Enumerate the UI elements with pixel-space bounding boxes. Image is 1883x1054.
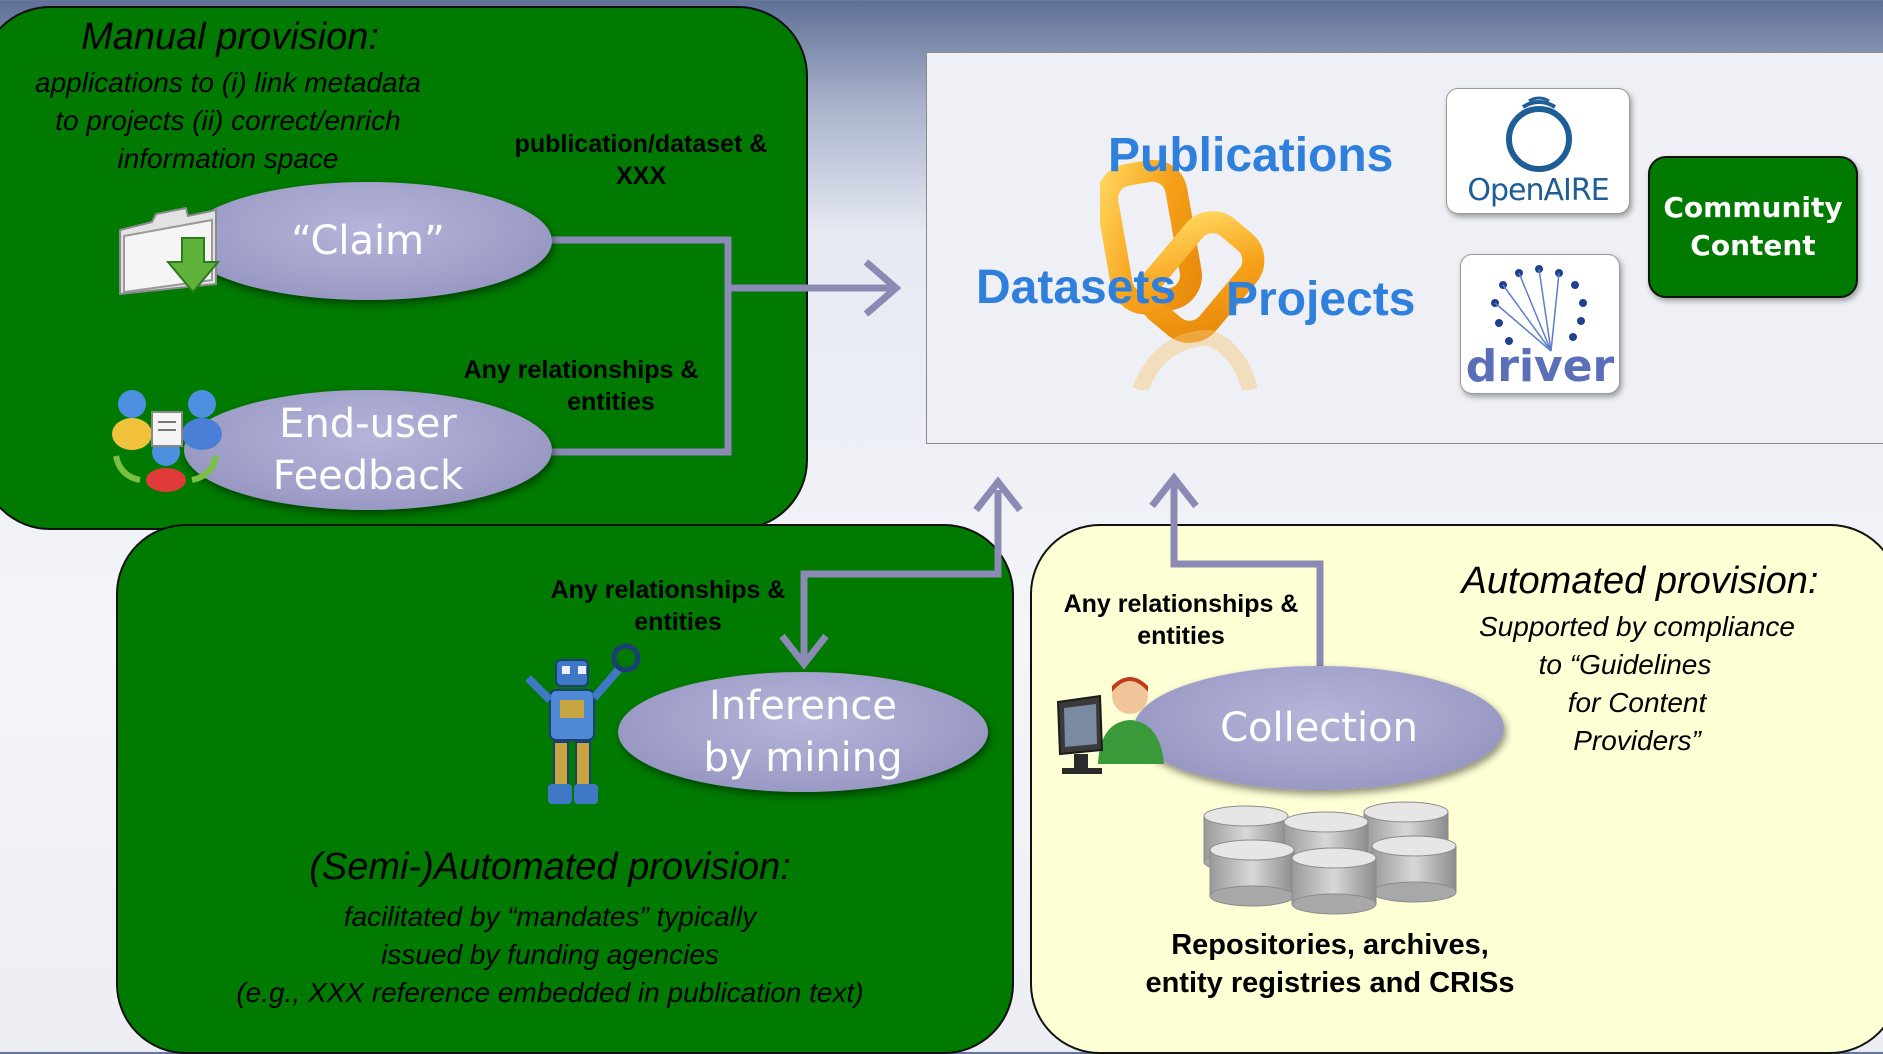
feedback-annotation-line: entities — [567, 388, 655, 416]
automated-provision-title: Automated provision: — [1461, 560, 1819, 602]
automated-provision-subtitle: Supported by compliance to “Guidelines f… — [1420, 608, 1854, 760]
projects-label: Projects — [1226, 273, 1416, 326]
datasets-label: Datasets — [976, 261, 1177, 314]
semi-automated-title: (Semi-)Automated provision: — [309, 846, 791, 888]
manual-subtitle-line: to projects (ii) correct/enrich — [55, 105, 401, 136]
database-cylinders-icon — [1203, 801, 1457, 915]
semi-subtitle-line: facilitated by “mandates” typically — [343, 901, 757, 932]
claim-annotation-line: publication/dataset & — [514, 130, 768, 158]
claim-annotation: publication/dataset & XXX — [486, 128, 796, 192]
folder-download-icon — [119, 206, 221, 296]
feedback-annotation-line: Any relationships & — [463, 356, 699, 384]
collection-annotation-line: entities — [1137, 622, 1225, 650]
driver-wordmark: driver — [1465, 341, 1615, 392]
repositories-label: Repositories, archives, entity registrie… — [1100, 926, 1560, 1002]
automated-subtitle-line: Supported by compliance — [1479, 611, 1795, 642]
inference-annotation-line: Any relationships & — [550, 576, 786, 604]
manual-provision-title: Manual provision: — [81, 16, 379, 58]
repositories-label-line: entity registries and CRISs — [1145, 967, 1515, 999]
openaire-wordmark: OpenAIRE — [1447, 173, 1629, 208]
collection-annotation: Any relationships & entities — [1046, 588, 1316, 652]
manual-subtitle-line: applications to (i) link metadata — [35, 67, 421, 98]
feedback-annotation: Any relationships & entities — [440, 354, 722, 418]
community-content-line: Community — [1663, 191, 1843, 224]
claim-label: “Claim” — [291, 218, 445, 264]
automated-subtitle-line: for Content — [1567, 687, 1707, 718]
feedback-label-line: Feedback — [272, 453, 464, 499]
automated-subtitle-line: to “Guidelines — [1538, 649, 1712, 680]
semi-subtitle-line: (e.g., XXX reference embedded in publica… — [236, 977, 864, 1008]
inference-label-line: Inference — [709, 683, 897, 729]
collection-label: Collection — [1220, 705, 1418, 751]
users-feedback-icon — [112, 390, 222, 492]
semi-subtitle-line: issued by funding agencies — [381, 939, 719, 970]
openaire-circle-icon — [1506, 96, 1572, 172]
claim-annotation-line: XXX — [615, 162, 667, 190]
community-content-box[interactable]: Community Content — [1648, 156, 1858, 298]
openaire-logo[interactable]: OpenAIRE — [1446, 88, 1630, 214]
chain-links-icon — [1100, 160, 1265, 390]
inference-annotation-line: entities — [634, 608, 722, 636]
inference-by-mining-ellipse[interactable]: Inference by mining — [618, 672, 988, 792]
repositories-label-line: Repositories, archives, — [1171, 929, 1489, 961]
collection-ellipse[interactable]: Collection — [1134, 666, 1504, 790]
inference-annotation: Any relationships & entities — [520, 574, 816, 638]
end-user-feedback-ellipse[interactable]: End-user Feedback — [184, 390, 552, 510]
openaire-suffix: AIRE — [1543, 173, 1609, 208]
user-computer-icon — [1056, 677, 1164, 774]
openaire-prefix: Open — [1467, 173, 1544, 208]
inference-label-line: by mining — [703, 735, 903, 781]
manual-provision-subtitle: applications to (i) link metadata to pro… — [0, 64, 456, 178]
driver-dots-icon — [1491, 265, 1587, 352]
robot-icon — [525, 643, 641, 804]
feedback-label-line: End-user — [279, 401, 457, 447]
collection-annotation-line: Any relationships & — [1063, 590, 1299, 618]
manual-subtitle-line: information space — [117, 143, 339, 174]
claim-ellipse[interactable]: “Claim” — [184, 182, 552, 300]
automated-subtitle-line: Providers” — [1573, 725, 1701, 756]
semi-automated-subtitle: facilitated by “mandates” typically issu… — [150, 898, 950, 1012]
publications-label: Publications — [1108, 129, 1394, 182]
driver-logo[interactable]: driver — [1460, 254, 1620, 394]
community-content-line: Content — [1690, 229, 1816, 262]
